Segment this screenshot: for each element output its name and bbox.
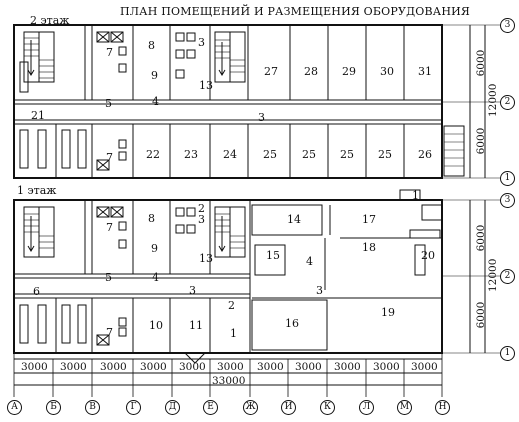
vertical-dimension: 6000 [475,301,487,329]
axis-marker: Н [435,400,450,415]
room-number: 25 [263,148,277,161]
room-number: 1 [412,189,419,202]
room-number: 8 [148,212,155,225]
span-dimension: 3000 [21,361,48,373]
room-number: 22 [146,148,160,161]
axis-marker: А [7,400,22,415]
floor1-label: 1 этаж [17,184,57,197]
axis-marker: 2 [500,269,515,284]
axis-marker: Е [203,400,218,415]
room-number: 19 [381,306,395,319]
room-number: 29 [342,65,356,78]
room-number: 7 [106,46,113,59]
axis-marker: Ж [243,400,258,415]
axis-marker: 3 [500,18,515,33]
span-dimension: 3000 [411,361,438,373]
floor2-outline [13,24,443,179]
room-number: 14 [287,213,301,226]
room-number: 7 [106,151,113,164]
axis-marker: М [397,400,412,415]
room-number: 4 [306,255,313,268]
axis-marker: 1 [500,346,515,361]
span-dimension: 3000 [140,361,167,373]
room-number: 25 [378,148,392,161]
vertical-dimension: 6000 [475,49,487,77]
floor2-label: 2 этаж [30,14,70,27]
vertical-dimension: 6000 [475,224,487,252]
room-number: 16 [285,317,299,330]
axis-marker: В [85,400,100,415]
room-number: 18 [362,241,376,254]
floor1-outline [13,199,443,354]
room-number: 8 [148,39,155,52]
total-dimension: 33000 [212,375,246,387]
room-number: 31 [418,65,432,78]
room-number: 26 [418,148,432,161]
room-number: 23 [184,148,198,161]
room-number: 11 [189,319,203,332]
room-number: 4 [152,95,159,108]
room-number: 3 [198,36,205,49]
room-number: 1 [230,327,237,340]
room-number: 15 [266,249,280,262]
plan-title: ПЛАН ПОМЕЩЕНИЙ И РАЗМЕЩЕНИЯ ОБОРУДОВАНИЯ [120,5,470,18]
span-dimension: 3000 [334,361,361,373]
room-number: 7 [106,326,113,339]
room-number: 10 [149,319,163,332]
span-dimension: 3000 [295,361,322,373]
span-dimension: 3000 [257,361,284,373]
room-number: 7 [106,221,113,234]
room-number: 25 [340,148,354,161]
room-number: 2 [198,202,205,215]
span-dimension: 3000 [60,361,87,373]
room-number: 4 [152,271,159,284]
axis-marker: К [320,400,335,415]
room-number: 28 [304,65,318,78]
room-number: 21 [31,109,45,122]
room-number: 3 [189,284,196,297]
room-number: 24 [223,148,237,161]
vertical-dimension: 6000 [475,127,487,155]
span-dimension: 3000 [179,361,206,373]
room-number: 27 [264,65,278,78]
room-number: 3 [258,111,265,124]
room-number: 2 [228,299,235,312]
room-number: 20 [421,249,435,262]
span-dimension: 3000 [373,361,400,373]
vertical-dimension: 12000 [487,83,499,117]
room-number: 13 [199,79,213,92]
room-number: 17 [362,213,376,226]
axis-marker: Д [165,400,180,415]
vertical-dimension: 12000 [487,258,499,292]
axis-marker: 2 [500,95,515,110]
room-number: 30 [380,65,394,78]
axis-marker: 3 [500,193,515,208]
axis-marker: Б [46,400,61,415]
span-dimension: 3000 [100,361,127,373]
axis-marker: Г [126,400,141,415]
room-number: 13 [199,252,213,265]
room-number: 6 [33,285,40,298]
room-number: 9 [151,69,158,82]
room-number: 5 [105,271,112,284]
axis-marker: 1 [500,171,515,186]
span-dimension: 3000 [217,361,244,373]
room-number: 3 [316,284,323,297]
room-number: 25 [302,148,316,161]
room-number: 3 [198,213,205,226]
axis-marker: Л [359,400,374,415]
room-number: 9 [151,242,158,255]
room-number: 5 [105,97,112,110]
axis-marker: И [281,400,296,415]
